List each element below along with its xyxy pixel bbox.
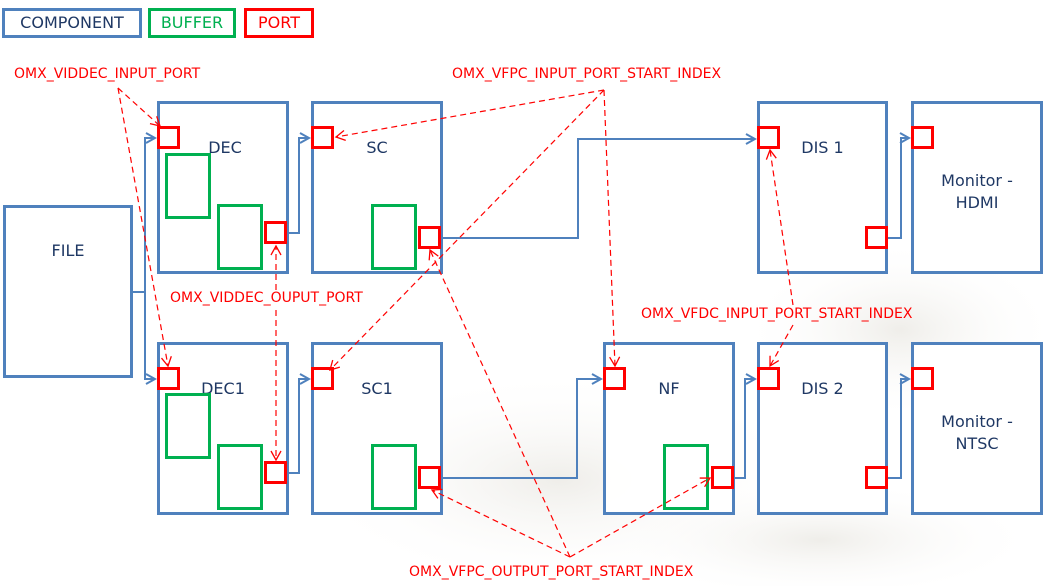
port-nf-input[interactable]	[603, 367, 626, 390]
port-monitor-ntsc-input[interactable]	[911, 367, 934, 390]
buffer-dec-input	[165, 153, 211, 219]
buffer-nf-output	[663, 444, 709, 510]
annotation-vfpc-output-port-start-index: OMX_VFPC_OUTPUT_PORT_START_INDEX	[409, 564, 694, 580]
annotation-vfdc-input-port-start-index: OMX_VFDC_INPUT_PORT_START_INDEX	[641, 306, 913, 322]
legend-port: PORT	[244, 8, 314, 38]
port-dec-output[interactable]	[264, 221, 287, 244]
buffer-sc-output	[371, 204, 417, 270]
port-dec-input[interactable]	[157, 126, 180, 149]
port-sc-input[interactable]	[311, 126, 334, 149]
component-label: DEC1	[201, 379, 245, 398]
buffer-sc1-output	[371, 444, 417, 510]
buffer-dec1-input	[165, 393, 211, 459]
port-dec1-input[interactable]	[157, 367, 180, 390]
port-dis2-input[interactable]	[757, 367, 780, 390]
buffer-dec-output	[217, 204, 263, 270]
port-dec1-output[interactable]	[264, 461, 287, 484]
port-monitor-hdmi-input[interactable]	[911, 126, 934, 149]
component-label: DEC	[208, 138, 242, 157]
port-dis2-output[interactable]	[865, 466, 888, 489]
port-sc1-output[interactable]	[418, 466, 441, 489]
legend-buffer: BUFFER	[148, 8, 236, 38]
component-label: FILE	[51, 241, 85, 260]
buffer-dec1-output	[217, 444, 263, 510]
port-dis1-output[interactable]	[865, 226, 888, 249]
component-label: HDMI	[955, 193, 999, 212]
annotation-viddec-input-port: OMX_VIDDEC_INPUT_PORT	[14, 66, 201, 82]
component-label: DIS 1	[801, 138, 844, 157]
component-label: NTSC	[955, 434, 999, 453]
port-sc-output[interactable]	[418, 226, 441, 249]
annotation-viddec-output-port: OMX_VIDDEC_OUPUT_PORT	[170, 290, 363, 306]
port-nf-output[interactable]	[711, 466, 734, 489]
port-dis1-input[interactable]	[757, 126, 780, 149]
component-label: Monitor -	[941, 412, 1013, 431]
component-label: SC1	[361, 379, 393, 398]
component-file[interactable]: FILE	[3, 205, 133, 378]
component-label: Monitor -	[941, 171, 1013, 190]
annotation-vfpc-input-port-start-index: OMX_VFPC_INPUT_PORT_START_INDEX	[452, 66, 722, 82]
legend-component: COMPONENT	[2, 8, 142, 38]
component-label: NF	[658, 379, 680, 398]
port-sc1-input[interactable]	[311, 367, 334, 390]
component-label: DIS 2	[801, 379, 844, 398]
